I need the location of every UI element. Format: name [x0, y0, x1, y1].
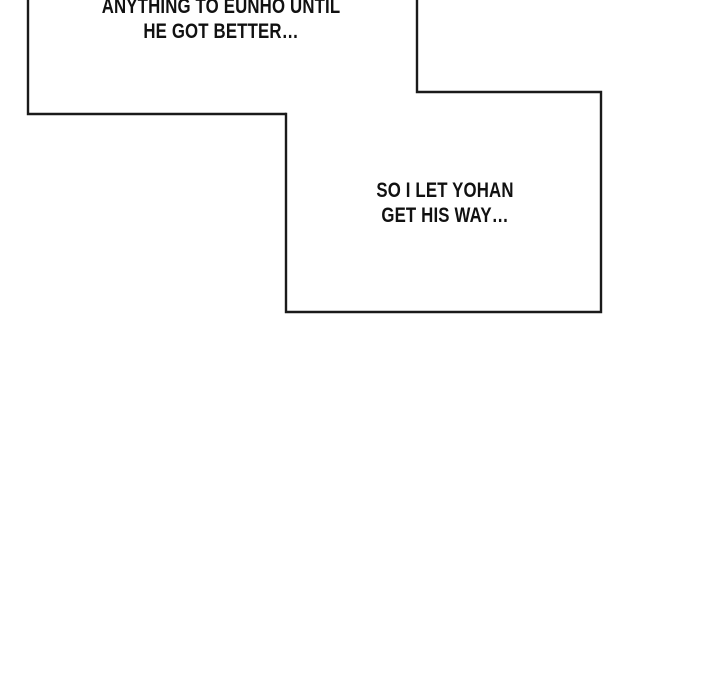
blank-page-region [0, 320, 720, 700]
panel-1-caption-line-1: ANYTHING TO EUNHO UNTIL [101, 0, 341, 18]
panel-2-caption-line-1: SO I LET YOHAN [376, 179, 514, 202]
panel-2-caption: SO I LET YOHAN GET HIS WAY… [285, 178, 605, 228]
panel-1-caption-line-2: HE GOT BETTER… [143, 20, 299, 43]
panel-2-border [284, 0, 603, 314]
panel-1-caption: ANYTHING TO EUNHO UNTIL HE GOT BETTER… [61, 0, 381, 44]
panel-2-caption-line-2: GET HIS WAY… [381, 204, 509, 227]
